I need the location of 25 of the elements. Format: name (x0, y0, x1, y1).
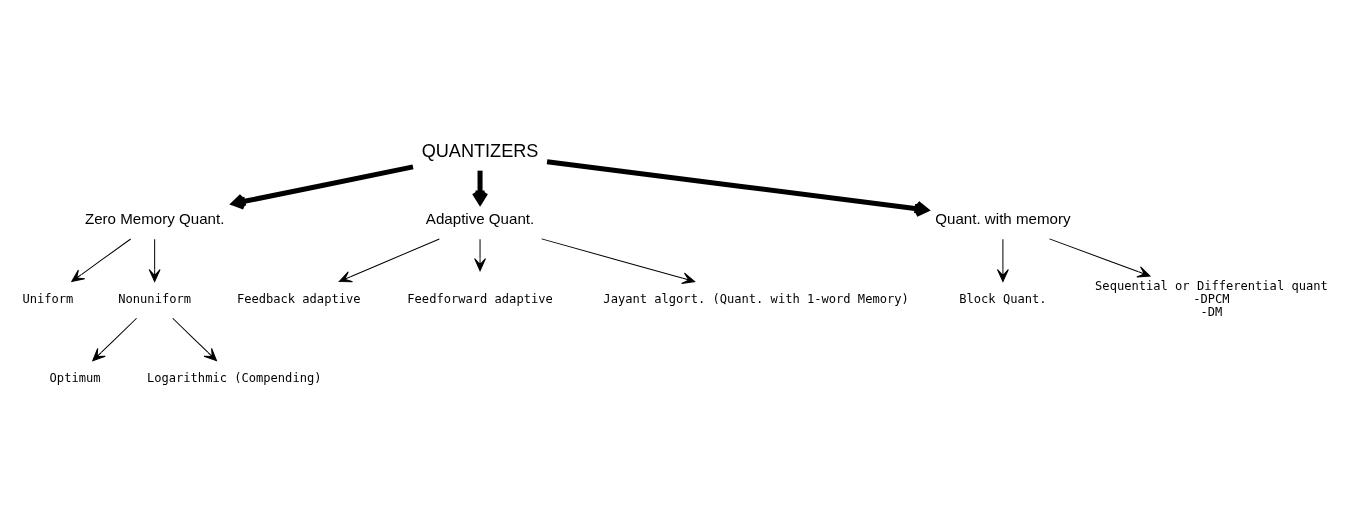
arrow (546, 159, 929, 217)
arrow (338, 238, 440, 283)
arrow (71, 238, 132, 282)
arrow (1048, 238, 1151, 278)
node-text: Nonuniform (118, 291, 191, 306)
arrow (471, 170, 489, 205)
node-text: Jayant algort. (Quant. with 1-word Memory) (603, 291, 909, 306)
node-text: Block Quant. (959, 291, 1047, 306)
node-text: Feedforward adaptive (407, 291, 553, 306)
node-text: Quant. with memory (935, 210, 1071, 228)
node-text: Adaptive Quant. (425, 210, 535, 228)
arrow (474, 238, 486, 272)
node-text: Feedback adaptive (236, 291, 361, 306)
arrow (231, 164, 414, 210)
arrow (148, 238, 161, 283)
arrow (172, 317, 218, 362)
node-text: QUANTIZERS (421, 140, 539, 161)
node-text: Logarithmic (Compending) (146, 370, 322, 385)
arrow (92, 317, 138, 362)
arrow (541, 238, 696, 285)
node-text: Uniform (22, 291, 74, 306)
node-text: Zero Memory Quant. (84, 210, 225, 228)
node-text: Sequential or Differential quant -DPCM -DM (1095, 278, 1328, 319)
node-text: Optimum (49, 370, 101, 385)
arrow (996, 238, 1009, 283)
